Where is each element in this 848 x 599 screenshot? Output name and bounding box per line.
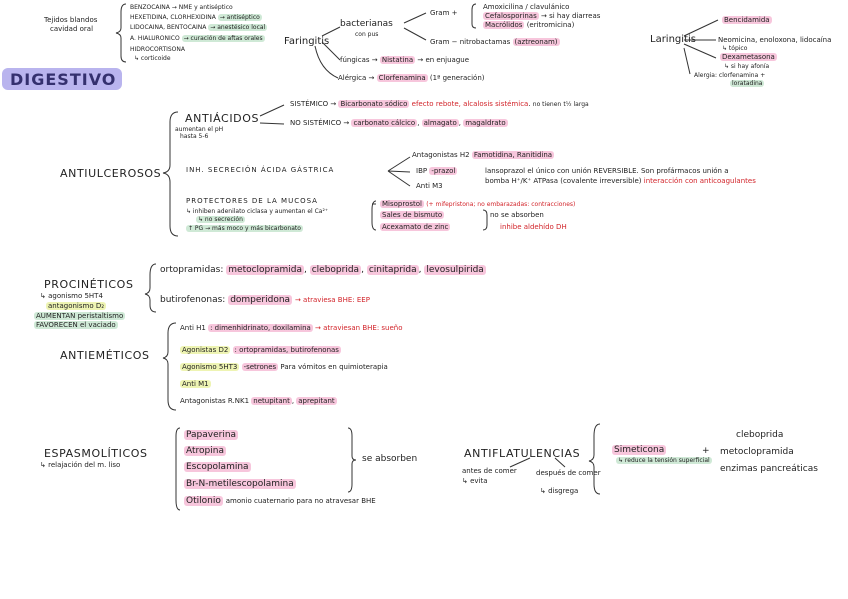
alergia2: loratadina [730,80,765,87]
lidocaina-note: → anestésico local [208,24,268,31]
benzocaina: BENZOCAINA → NME y antiséptico [130,4,233,11]
protectores-note: ↳ inhiben adenilato ciclasa y aumentan e… [186,208,329,215]
bomba: bomba H⁺/K⁺ ATPasa (covalente irreversib… [485,177,756,185]
antiulcerosos-label: ANTIULCEROSOS [60,167,162,180]
misoprostol: Misoprostol (+ mifepristona; no embaraza… [380,200,576,208]
hexetidina-note: → antiséptico [217,14,262,21]
hialuronico: A. HIALURONICO → curación de aftas orale… [130,35,265,42]
protectores-note3: ↑ PG → más moco y más bicarbonato [186,225,303,232]
antes-comer: antes de comer [462,467,517,475]
sistemico: SISTÉMICO → Bicarbonato sódico efecto re… [290,100,589,108]
fungicas: fúngicas → Nistatina → en enjuague [340,56,470,64]
anti-m3: Anti M3 [416,182,443,190]
reduce: ↳ reduce la tensión superficial [616,457,712,464]
relajacion: ↳ relajación del m. liso [40,461,121,469]
laringitis: Laringitis [650,34,696,45]
cefalosporinas: Cefalosporinas → si hay diarreas [483,12,601,20]
afonia: ↳ si hay afonía [724,63,770,70]
aumentan: AUMENTAN peristaltismo [34,312,126,320]
disgrega: ↳ disgrega [540,487,579,495]
corticoide: ↳ corticoide [134,55,171,62]
otilonio: Otilonio amonio cuaternario para no atra… [184,496,376,506]
antagonistas-h2: Antagonistas H2 Famotidina, Ranitidina [412,151,555,159]
dexametasona: Dexametasona [720,53,777,61]
inhibe: inhibe aldehído DH [500,223,567,231]
alergica: Alérgica → Clorfenamina (1ª generación) [338,74,485,82]
plus: + [702,446,710,456]
inh-secrecion: INH. SECRECIÓN ÁCIDA GÁSTRICA [186,166,335,174]
antiacidos: ANTIÁCIDOS [185,112,260,125]
lidocaina: LIDOCAINA, BENTOCAINA → anestésico local [130,24,268,31]
se-absorben: se absorben [362,454,418,464]
anti-m1: Anti M1 [180,380,211,388]
neomicina: Neomicina, enoloxona, lidocaína [718,36,832,44]
no-sistemico: NO SISTÉMICO → carbonato cálcico, almaga… [290,119,508,127]
protectores: PROTECTORES DE LA MUCOSA [186,197,318,205]
no-absorben: no se absorben [490,211,544,219]
antiemeticos-label: ANTIEMÉTICOS [60,349,150,362]
topico: ↳ tópico [722,45,748,52]
favorecen: FAVORECEN el vaciado [34,321,118,329]
macrolidos: Macrólidos (eritromicina) [483,21,575,29]
ortopramidas: ortopramidas: metoclopramida, cleboprida… [160,265,486,275]
enzimas: enzimas pancreáticas [720,464,818,474]
cavidad-label: cavidad oral [50,25,94,33]
antiflatulencias-label: ANTIFLATULENCIAS [464,447,581,460]
gram-pos: Gram + [430,9,458,17]
amoxicilina: Amoxicilina / clavulánico [483,3,570,11]
despues-comer: después de comer [536,469,601,477]
agonistas-d2: Agonistas D2 : ortopramidas, butirofenon… [180,346,341,354]
hidrocortisona: HIDROCORTISONA [130,46,185,53]
tejidos-label: Tejidos blandos [44,16,98,24]
sales-bismuto: Sales de bismuto [380,211,445,219]
evita: ↳ evita [462,477,488,485]
espasmoliticos-label: ESPASMOLÍTICOS [44,447,148,460]
con-pus: con pus [355,31,379,38]
hialuronico-note: → curación de aftas orales [181,35,265,42]
page-title: DIGESTIVO [2,68,122,90]
ibp: IBP -prazol [416,167,458,175]
simeticona: Simeticona [612,445,667,455]
bencidamida: Bencidamida [722,16,772,24]
faringitis: Faringitis [284,36,330,47]
antagonismo: antagonismo D₂ [46,302,107,310]
butirofenonas: butirofenonas: domperidona → atraviesa B… [160,295,370,305]
metoclopramida-2: metoclopramida [720,447,794,457]
hexetidina: HEXETIDINA, CLORHEXIDINA → antiséptico [130,14,262,21]
bacterianas: bacterianas [340,19,393,29]
protectores-note2: ↳ no secreción [196,216,245,223]
gram-neg: Gram − nitrobactamas (aztreonam) [430,38,560,46]
antiacidos-note: aumentan el pH [175,126,224,133]
antiacidos-note2: hasta 5-6 [180,133,209,140]
lansoprazol: lansoprazol el único con unión REVERSIBL… [485,167,729,175]
escopolamina: Escopolamina [184,462,251,472]
anti-h1: Anti H1 : dimenhidrinato, doxilamina → a… [180,324,403,332]
br-n-metilescopolamina: Br-N-metilescopolamina [184,479,296,489]
atropina: Atropina [184,446,226,456]
papaverina: Papaverina [184,430,239,440]
procineticos-label: PROCINÉTICOS [44,278,134,291]
acexamato: Acexamato de zinc [380,223,451,231]
agonismo: ↳ agonismo 5HT4 [40,292,103,300]
cleboprida-2: cleboprida [736,430,784,440]
agonismo-5ht3: Agonismo 5HT3 -setrones Para vómitos en … [180,363,388,371]
alergia: Alergia: clorfenamina + [694,72,766,79]
antagonistas-nk1: Antagonistas R.NK1 netupitant, aprepitan… [180,397,337,405]
